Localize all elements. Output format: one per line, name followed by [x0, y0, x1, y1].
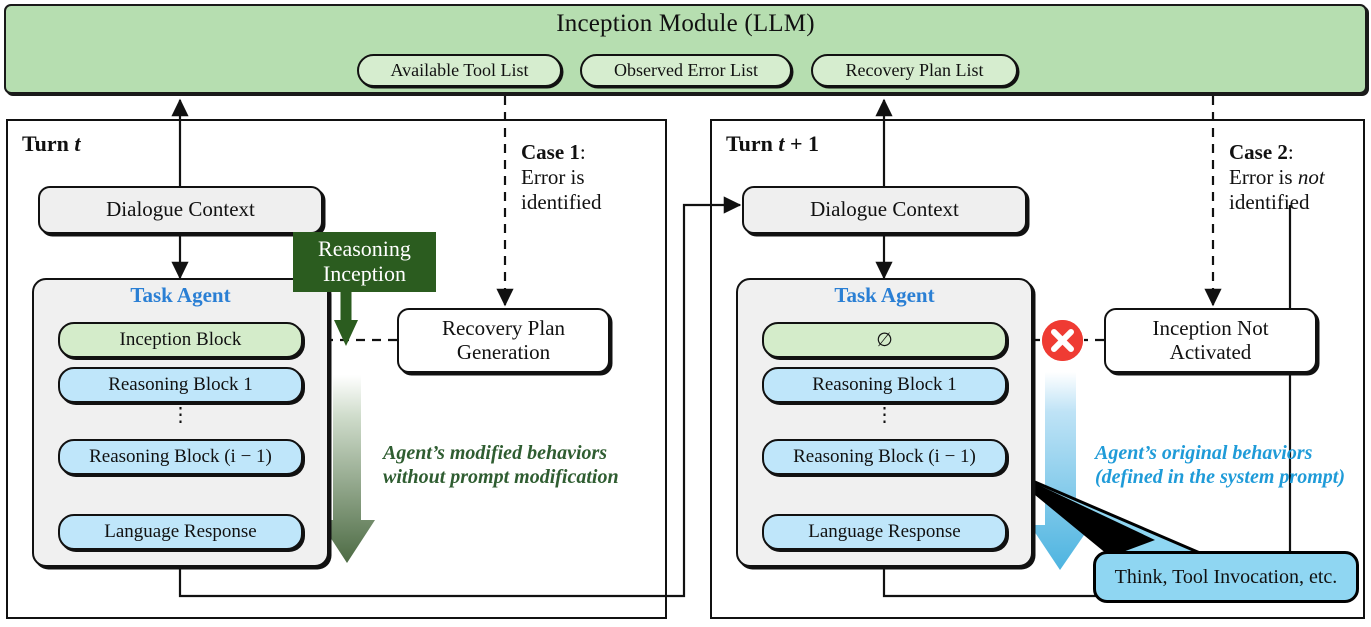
- left-block-inception-label: Inception Block: [119, 329, 242, 350]
- turn-t-title-var: t: [74, 131, 81, 156]
- pill-observed-error-list[interactable]: Observed Error List: [580, 54, 792, 87]
- pill-recovery-plan-list[interactable]: Recovery Plan List: [811, 54, 1018, 87]
- right-block-empty[interactable]: ∅: [762, 322, 1007, 358]
- pill-available-tool-list[interactable]: Available Tool List: [357, 54, 562, 87]
- left-block-reasoning-1[interactable]: Reasoning Block 1: [58, 367, 303, 403]
- think-tool-invocation-callout[interactable]: Think, Tool Invocation, etc.: [1093, 551, 1359, 603]
- turn-t1-title-prefix: Turn: [726, 131, 779, 156]
- case-2-name: Case 2: [1229, 140, 1288, 164]
- case-2-line1a: Error is: [1229, 165, 1298, 190]
- right-task-agent-title: Task Agent: [834, 283, 935, 307]
- callout-label: Think, Tool Invocation, etc.: [1114, 565, 1338, 588]
- inception-module-title: Inception Module (LLM): [556, 10, 815, 37]
- left-block-inception[interactable]: Inception Block: [58, 322, 303, 358]
- case-1-label: Case 1: Error is identified: [521, 140, 671, 216]
- right-block-language-response[interactable]: Language Response: [762, 514, 1007, 550]
- left-dialogue-context-label: Dialogue Context: [106, 197, 255, 222]
- left-caption: Agent’s modified behaviors without promp…: [383, 441, 649, 490]
- red-x-icon: [1042, 320, 1083, 361]
- turn-t1-title-var: t: [778, 131, 785, 156]
- recovery-plan-line2: Generation: [456, 339, 551, 364]
- left-caption-line1: Agent’s modified behaviors: [383, 442, 608, 464]
- turn-t-plus-1-title: Turn t + 1: [726, 131, 819, 157]
- pill-label: Available Tool List: [390, 60, 529, 80]
- case-1-line2: identified: [521, 190, 602, 215]
- case-1-name: Case 1: [521, 140, 580, 164]
- left-block-reasoning-1-label: Reasoning Block 1: [108, 374, 253, 395]
- turn-t-title-prefix: Turn: [22, 131, 75, 156]
- right-caption-line2: (defined in the system prompt): [1095, 466, 1345, 489]
- recovery-plan-line1: Recovery Plan: [441, 315, 566, 340]
- case-1-line1: Error is: [521, 165, 585, 190]
- right-block-reasoning-1-label: Reasoning Block 1: [812, 374, 957, 395]
- reasoning-inception-tag: Reasoning Inception: [293, 232, 436, 292]
- pill-label: Observed Error List: [614, 60, 758, 80]
- right-dialogue-context-label: Dialogue Context: [810, 197, 959, 222]
- case-2-line1b: not: [1297, 165, 1325, 190]
- case-2-label: Case 2: Error is not identified: [1229, 140, 1369, 216]
- case-2-line2: identified: [1229, 190, 1310, 215]
- left-block-reasoning-i-1[interactable]: Reasoning Block (i − 1): [58, 439, 303, 475]
- right-caption-line1: Agent’s original behaviors: [1095, 442, 1313, 464]
- case-1-colon: :: [579, 140, 586, 164]
- reasoning-inception-line1: Reasoning: [318, 236, 411, 262]
- turn-t-title: Turn t: [22, 131, 81, 157]
- left-block-language-response[interactable]: Language Response: [58, 514, 303, 550]
- not-activated-line2: Activated: [1169, 339, 1252, 364]
- left-task-agent-title: Task Agent: [130, 283, 231, 307]
- left-block-reasoning-i-1-label: Reasoning Block (i − 1): [89, 446, 272, 467]
- right-block-reasoning-i-1-label: Reasoning Block (i − 1): [793, 446, 976, 467]
- left-block-language-response-label: Language Response: [104, 521, 257, 542]
- recovery-plan-generation-box[interactable]: Recovery Plan Generation: [397, 308, 610, 373]
- left-block-ellipsis: ⋮: [170, 404, 191, 426]
- right-block-language-response-label: Language Response: [808, 521, 961, 542]
- right-block-reasoning-i-1[interactable]: Reasoning Block (i − 1): [762, 439, 1007, 475]
- pill-label: Recovery Plan List: [845, 60, 984, 80]
- right-block-ellipsis: ⋮: [874, 404, 895, 426]
- red-x-glyph: [1042, 320, 1083, 361]
- right-block-reasoning-1[interactable]: Reasoning Block 1: [762, 367, 1007, 403]
- inception-not-activated-box[interactable]: Inception Not Activated: [1104, 308, 1317, 373]
- left-caption-line2: without prompt modification: [383, 466, 619, 489]
- reasoning-inception-line2: Inception: [322, 261, 407, 286]
- left-dialogue-context[interactable]: Dialogue Context: [38, 186, 323, 234]
- right-caption: Agent’s original behaviors (defined in t…: [1095, 441, 1370, 490]
- turn-t-plus-1-panel: [710, 119, 1365, 619]
- turn-t1-title-suffix: + 1: [784, 131, 820, 156]
- right-dialogue-context[interactable]: Dialogue Context: [742, 186, 1027, 234]
- turn-t-panel: [6, 119, 667, 619]
- right-block-empty-label: ∅: [876, 329, 893, 351]
- not-activated-line1: Inception Not: [1152, 315, 1269, 340]
- case-2-colon: :: [1287, 140, 1294, 164]
